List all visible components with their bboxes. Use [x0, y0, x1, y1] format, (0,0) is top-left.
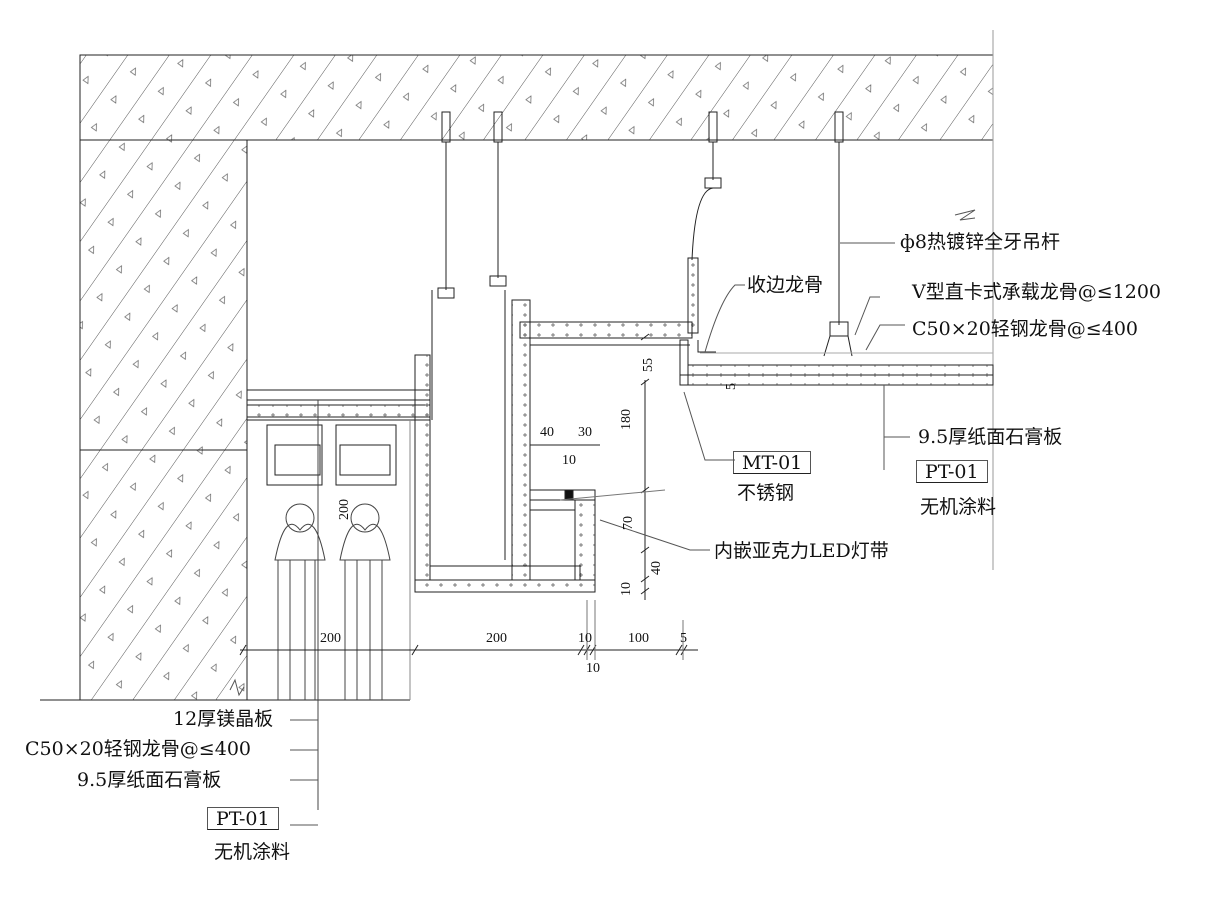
label-edge-keel: 收边龙骨 — [747, 274, 824, 296]
curtains — [274, 400, 411, 810]
label-gypsum-right: 9.5厚纸面石膏板 — [918, 426, 1063, 448]
label-c50-right: C50×20轻钢龙骨@≤400 — [912, 318, 1138, 340]
dim-40-horizontal: 40 — [540, 425, 554, 440]
label-pt01-right-code: PT-01 — [916, 460, 988, 483]
label-pt01-left-name: 无机涂料 — [214, 841, 291, 863]
label-led-strip: 内嵌亚克力LED灯带 — [714, 540, 889, 562]
dim-70: 70 — [621, 516, 636, 530]
left-ceiling-board — [246, 389, 431, 401]
dim-10-horizontal: 10 — [562, 453, 576, 468]
label-hanger-rod: ф8热镀锌全牙吊杆 — [900, 231, 1060, 253]
curtain-track — [266, 424, 323, 486]
dim-10-vertical: 10 — [619, 582, 634, 596]
inner-drop — [511, 299, 531, 581]
dim-200-vertical: 200 — [337, 499, 352, 520]
label-pt01-right-name: 无机涂料 — [920, 496, 997, 518]
dim-5-right: 5 — [724, 383, 739, 390]
dim-30: 30 — [578, 425, 592, 440]
label-pt01-left-code: PT-01 — [207, 807, 279, 830]
dim-200-right: 200 — [486, 631, 507, 646]
dimension-line — [239, 333, 698, 660]
label-c50-left: C50×20轻钢龙骨@≤400 — [25, 738, 251, 760]
led-pocket — [529, 489, 596, 501]
dim-100: 100 — [628, 631, 649, 646]
dim-180: 180 — [619, 409, 634, 430]
right-ceiling-board — [687, 364, 994, 376]
label-mgo-board: 12厚镁晶板 — [173, 708, 274, 730]
label-mt01-code: MT-01 — [733, 451, 812, 474]
dim-55: 55 — [641, 358, 656, 372]
dim-10-bottom: 10 — [586, 661, 600, 676]
label-gypsum-left: 9.5厚纸面石膏板 — [77, 769, 222, 791]
dim-5: 5 — [680, 631, 687, 646]
label-v-keel: V型直卡式承载龙骨@≤1200 — [912, 281, 1161, 303]
leader-lines — [229, 209, 976, 826]
curtain-box-side — [414, 354, 431, 581]
dim-40-vertical: 40 — [649, 561, 664, 575]
upper-board — [519, 321, 693, 339]
hanger-rods — [437, 111, 853, 357]
dim-10-top: 10 — [578, 631, 592, 646]
concrete-wall — [79, 139, 248, 701]
dim-200-left: 200 — [320, 631, 341, 646]
label-mt01-name: 不锈钢 — [737, 482, 795, 504]
concrete-slab — [79, 54, 994, 141]
curtain-box-bottom — [414, 579, 596, 593]
